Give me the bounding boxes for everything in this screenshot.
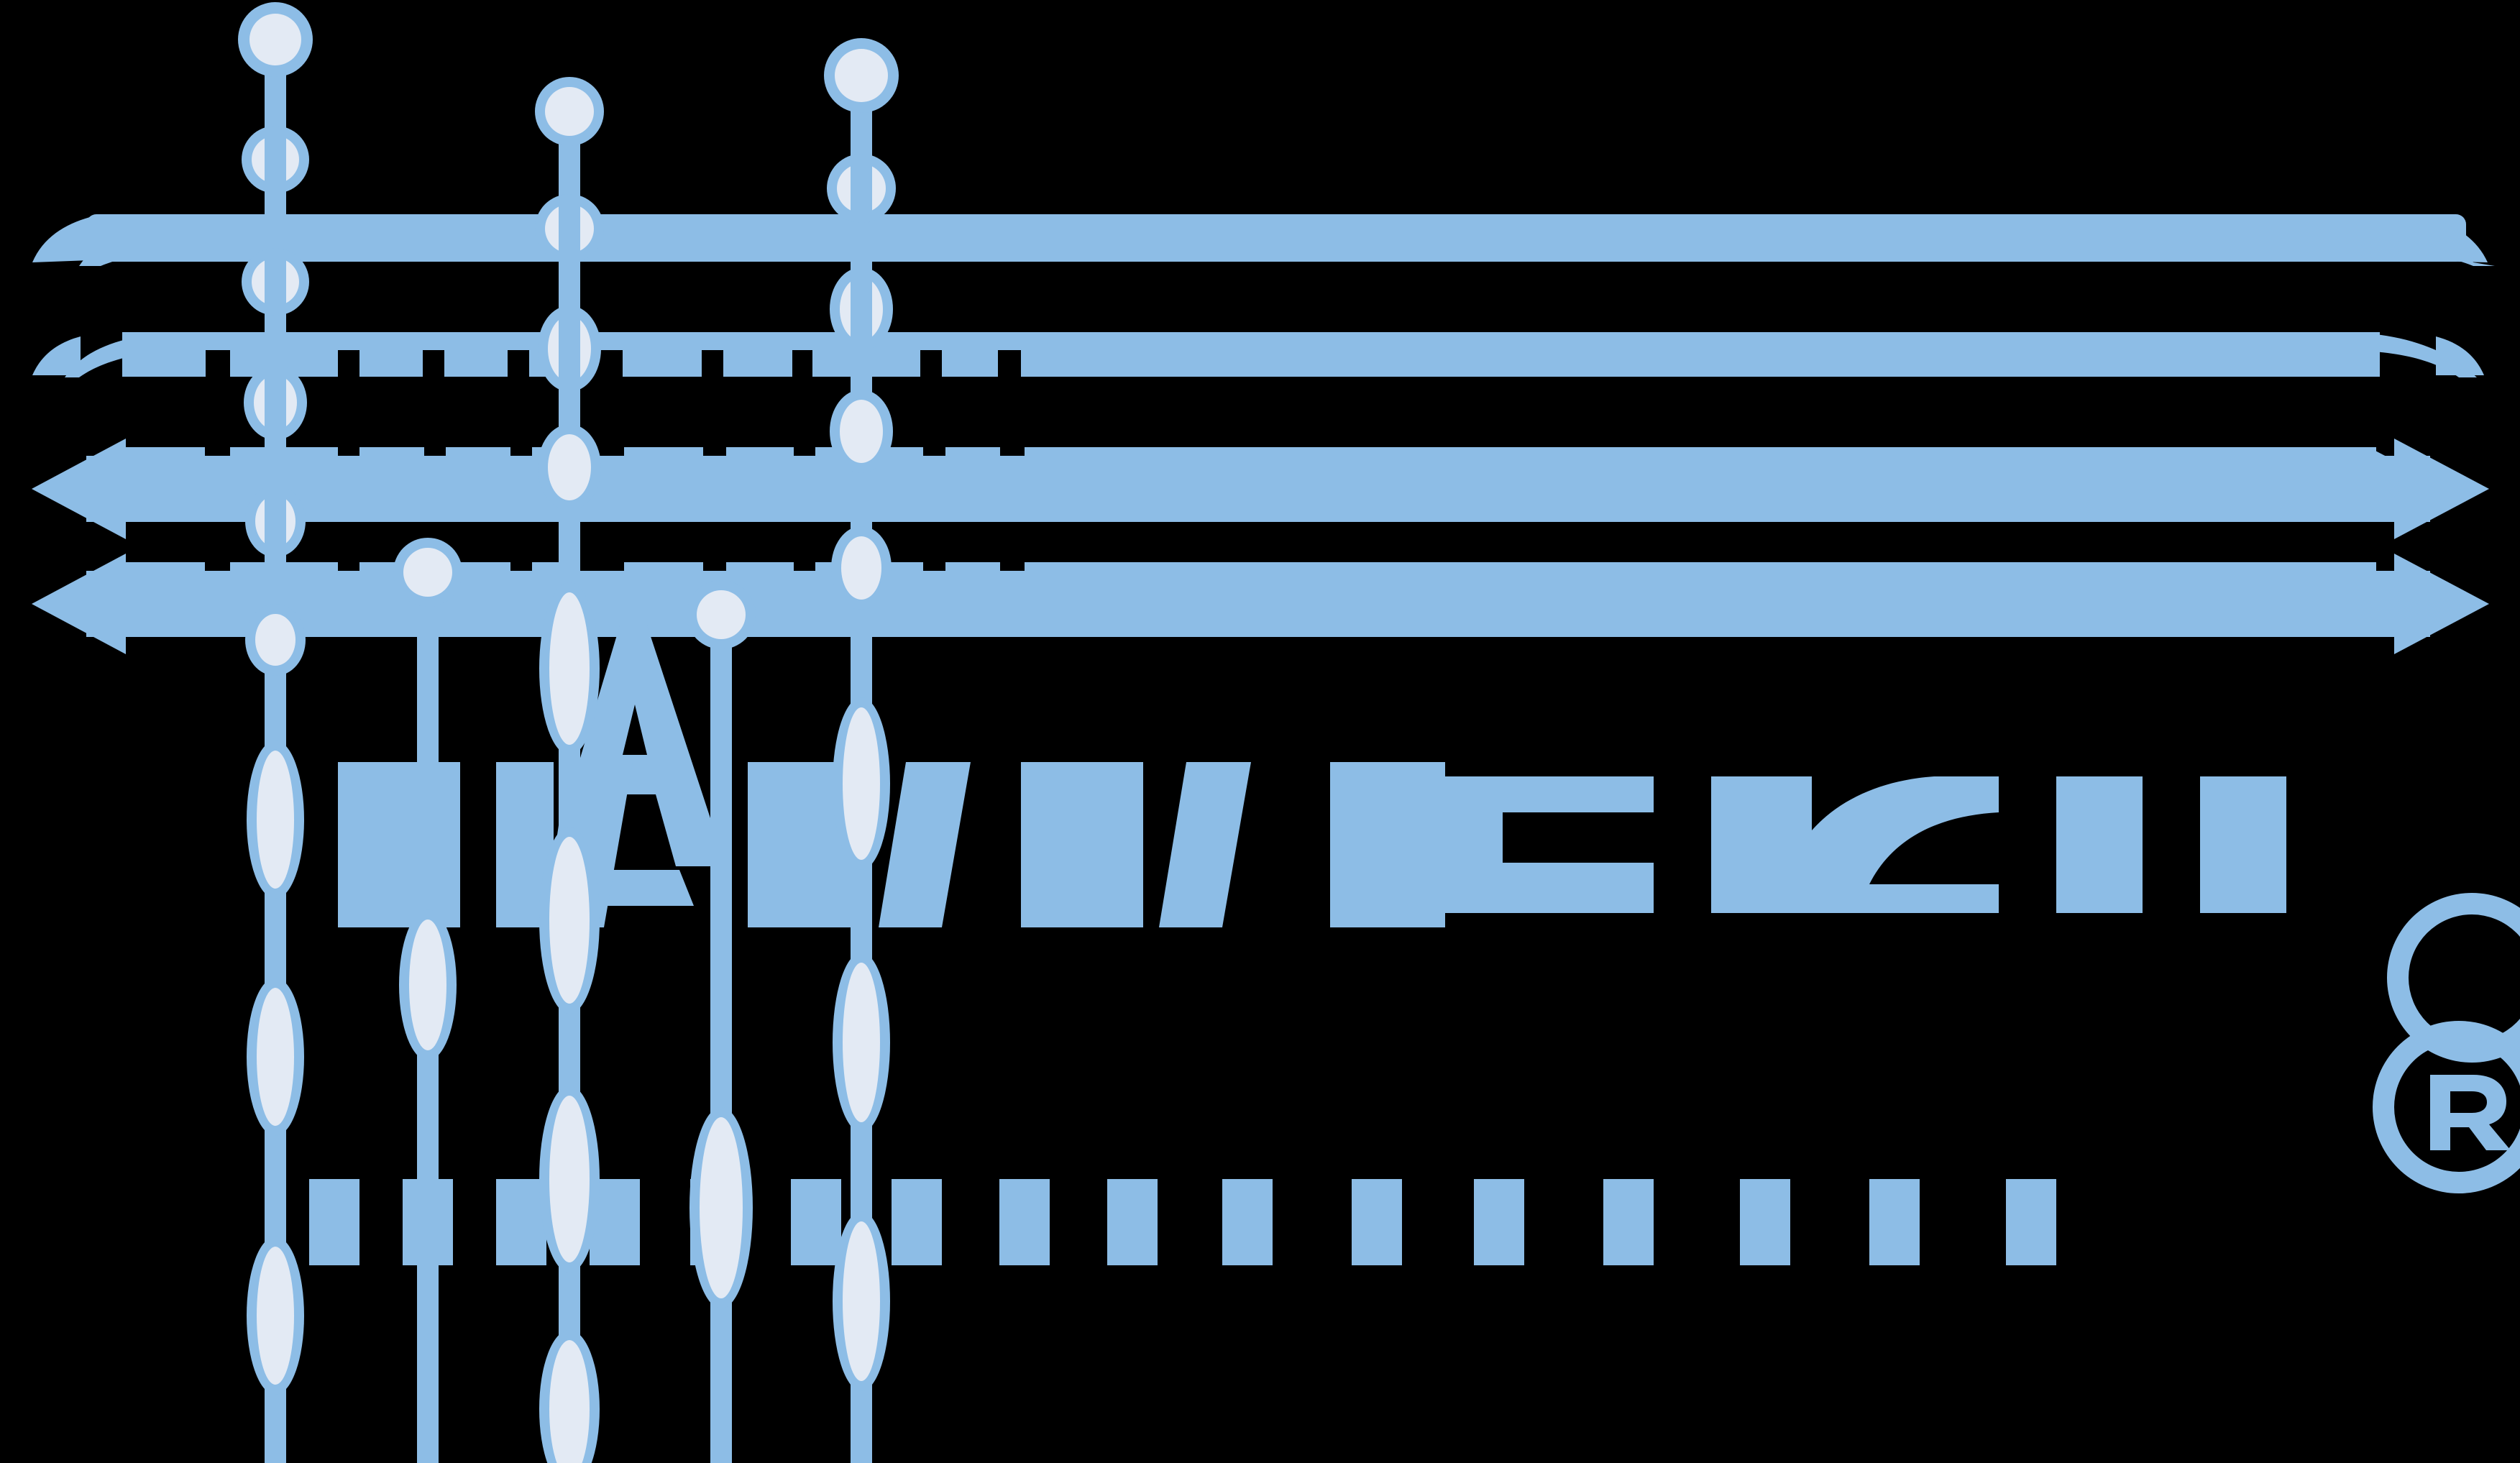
marker-node-a-top[interactable]: [238, 2, 313, 77]
marker-node-d[interactable]: [393, 538, 462, 607]
marker-node-c-ghost-5: [833, 953, 890, 1132]
registered-mark-glyph-secondary: [2387, 893, 2520, 1063]
glyph-right-cluster: [1395, 776, 2286, 913]
marker-node-b-ghost-2: [538, 424, 601, 510]
marker-node-b-mid[interactable]: [535, 194, 604, 263]
rule-line-3: [32, 439, 2489, 539]
marker-node-e[interactable]: [687, 580, 756, 649]
stem-e: [710, 604, 732, 1463]
marker-node-b-ghost-4: [539, 827, 600, 1014]
glyph-slabs-row-1: [338, 762, 1445, 927]
glyph-layer: [32, 214, 2520, 1265]
marker-node-c-ghost-4: [833, 697, 890, 870]
marker-node-c-ghost-2: [830, 390, 893, 473]
marker-node-a-ghost-4: [247, 740, 304, 899]
marker-node-b-ghost-1: [538, 306, 601, 392]
marker-node-b-ghost-5: [539, 1086, 600, 1272]
marker-node-b-ghost-3: [539, 582, 600, 755]
marker-node-c-ghost-3: [831, 526, 892, 610]
marker-layer: [238, 2, 899, 1463]
marker-node-e-ghost-1: [689, 1107, 753, 1308]
marker-node-c-top[interactable]: [824, 38, 899, 113]
rule-line-2: [32, 332, 2484, 377]
rule-line-2-dashes: [122, 332, 2380, 377]
marker-node-a-low[interactable]: [242, 248, 309, 316]
marker-node-c-ghost-1: [830, 267, 893, 351]
registered-mark-glyph: [2373, 1021, 2520, 1193]
marker-node-a-ghost-2: [245, 485, 306, 557]
marker-node-c-ghost-6: [833, 1211, 890, 1391]
marker-node-a-mid[interactable]: [242, 126, 309, 193]
marker-node-a-ghost-1: [244, 365, 307, 440]
rule-line-1: [32, 214, 2495, 266]
rule-line-4: [32, 554, 2489, 654]
marker-node-d-ghost-1: [399, 909, 457, 1060]
marker-node-b-ghost-6: [539, 1330, 600, 1463]
marker-node-b-top[interactable]: [535, 77, 604, 146]
marker-node-a-ghost-3: [245, 604, 306, 676]
marker-node-c-mid[interactable]: [827, 154, 896, 223]
marker-node-a-ghost-6: [247, 1237, 304, 1395]
marker-node-a-ghost-5: [247, 978, 304, 1136]
